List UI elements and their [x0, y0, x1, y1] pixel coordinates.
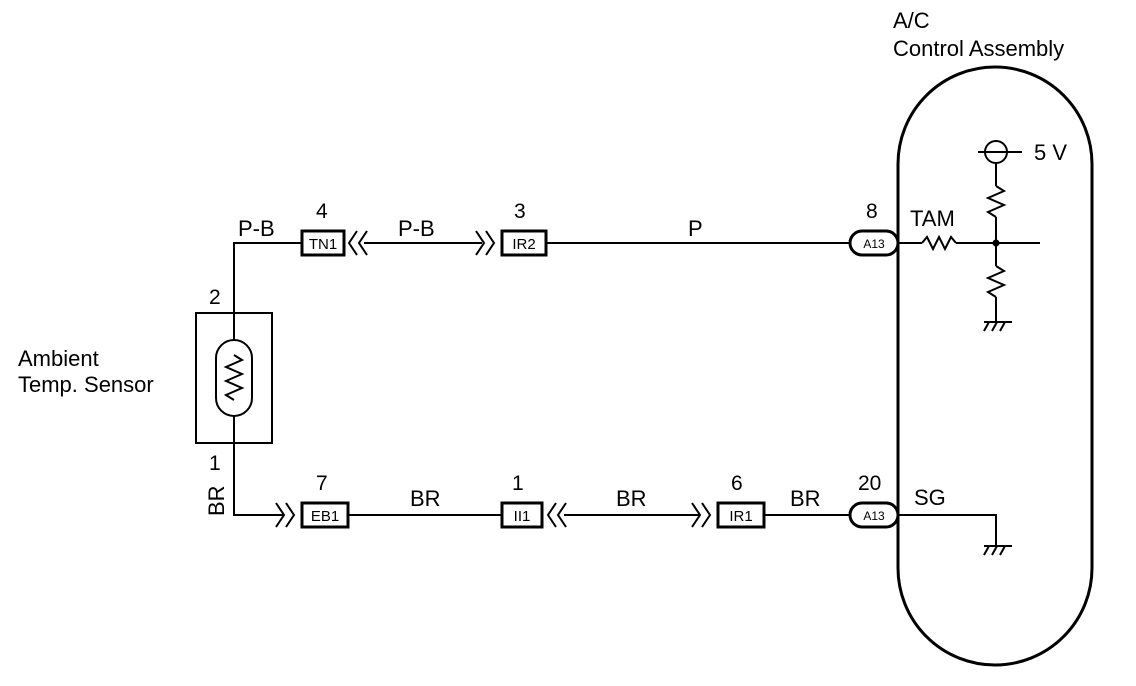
pullup-resistor [985, 185, 1007, 218]
connector-ii1 [500, 501, 544, 529]
eb1-label: EB1 [311, 508, 339, 525]
thermistor-icon [223, 354, 245, 401]
ac-control-assembly-box [896, 65, 1094, 667]
wire-top-left [233, 242, 302, 340]
wire-color-bottom-3: BR [790, 486, 821, 511]
connector-a13-bottom [848, 501, 900, 529]
ir2-pin: 3 [514, 200, 526, 223]
supply-voltage-label: 5 V [1034, 140, 1067, 165]
connector-a13-top [848, 229, 900, 257]
ac-assembly-label-line2: Control Assembly [893, 36, 1064, 61]
ir1-label: IR1 [729, 508, 752, 525]
sg-wire [898, 514, 997, 546]
a13-bottom-label: A13 [863, 509, 885, 523]
ir2-chevron-icon [475, 230, 496, 256]
tn1-label: TN1 [309, 236, 337, 253]
connector-tn1 [300, 229, 346, 257]
ii1-chevron-icon [546, 502, 567, 528]
eb1-chevron-icon [275, 502, 296, 528]
ii1-pin: 1 [512, 472, 524, 495]
wire-left-vertical [233, 416, 284, 516]
ir2-label: IR2 [512, 236, 535, 253]
wire-color-top-right: P [688, 216, 703, 241]
a13-top-label: A13 [863, 237, 885, 251]
sensor-pin-top: 2 [209, 286, 221, 309]
ir1-chevron-icon [691, 502, 712, 528]
a13-bottom-pin: 20 [858, 472, 881, 495]
wire-color-bottom-1: BR [410, 486, 441, 511]
sensor-label-line2: Temp. Sensor [18, 372, 154, 397]
sensor-label-line1: Ambient [18, 346, 99, 371]
pulldown-resistor [985, 265, 1007, 298]
tam-label: TAM [910, 206, 955, 231]
ir1-pin: 6 [731, 472, 743, 495]
ac-assembly-label-line1: A/C [893, 8, 930, 33]
tn1-pin: 4 [316, 200, 328, 223]
eb1-pin: 7 [316, 472, 328, 495]
wire-color-top-left: P-B [238, 216, 275, 241]
a13-top-pin: 8 [866, 200, 878, 223]
ground-icon-upper [983, 321, 1012, 332]
ii1-label: II1 [514, 508, 531, 525]
supply-5v-symbol [978, 140, 1022, 164]
tam-input-resistor [921, 234, 957, 252]
wire-color-bottom-2: BR [616, 486, 647, 511]
sensor-pin-bottom: 1 [209, 452, 221, 475]
wire-color-left-vertical: BR [204, 485, 229, 516]
sg-label: SG [914, 485, 946, 510]
ground-icon-lower [983, 545, 1012, 556]
tn1-chevron-icon [347, 230, 368, 256]
wire-color-top-mid: P-B [398, 216, 435, 241]
